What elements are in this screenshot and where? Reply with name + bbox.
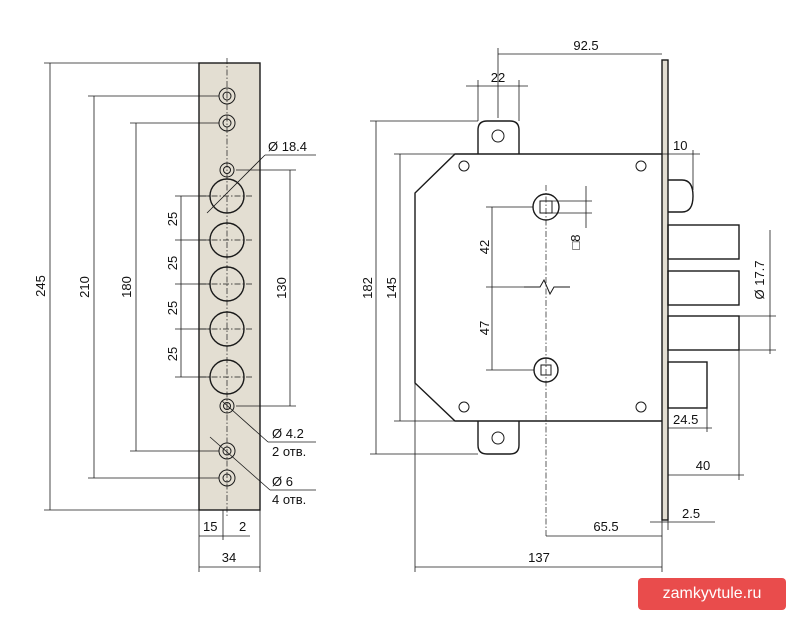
dim-25-label-4: 25 [165, 347, 180, 361]
dim-180: 180 [119, 122, 219, 452]
dim-bottom-left: 15 2 34 [198, 510, 261, 572]
lock-body [414, 153, 662, 422]
top-bracket-hole [491, 129, 505, 143]
dim-24-5-label: 24.5 [673, 412, 698, 427]
dim-137: 137 [414, 383, 662, 572]
dim-2-5: 2.5 [650, 506, 715, 572]
mount-hole-5-inner [222, 446, 232, 456]
dim-210: 210 [77, 95, 219, 479]
latch-bolt [667, 361, 708, 409]
dim-182: 182 [360, 120, 478, 455]
dim-d6-label: Ø 6 [272, 474, 293, 489]
leader-d18-4: Ø 18.4 [206, 139, 316, 214]
dim-square-8: □8 [552, 186, 592, 250]
dim-22-label: 22 [491, 70, 505, 85]
dim-130-label: 130 [274, 277, 289, 299]
dim-d6-count: 4 отв. [272, 492, 306, 507]
dim-24-5: 24.5 [668, 408, 712, 432]
dim-40: 40 [668, 350, 744, 480]
dim-25-label-2: 25 [165, 256, 180, 270]
mount-hole-4-inner [223, 402, 231, 410]
leader-d4-2: Ø 4.2 2 отв. [221, 400, 316, 459]
dim-65-5-label: 65.5 [593, 519, 618, 534]
faceplate [661, 59, 669, 521]
body-screw-1 [458, 160, 470, 172]
bottom-bracket-hole [491, 431, 505, 445]
strike-plate [198, 62, 261, 511]
dim-34-label: 34 [222, 550, 236, 565]
rounded-latch [668, 179, 694, 213]
dim-d18-4-label: Ø 18.4 [268, 139, 307, 154]
dim-25-label-1: 25 [165, 212, 180, 226]
mount-hole-2-inner [222, 118, 232, 128]
dim-d4-2-label: Ø 4.2 [272, 426, 304, 441]
dim-10: 10 [662, 138, 700, 190]
dim-22: 22 [466, 70, 528, 121]
deadbolt-1 [667, 224, 740, 260]
dim-180-label: 180 [119, 276, 134, 298]
dim-15-label: 15 [203, 519, 217, 534]
dim-47-label: 47 [477, 321, 492, 335]
dim-d4-2-count: 2 отв. [272, 444, 306, 459]
dim-25-label-3: 25 [165, 301, 180, 315]
dim-d17-7: Ø 17.7 [739, 230, 776, 354]
leader-d6: Ø 6 4 отв. [209, 436, 316, 507]
mount-hole-3 [219, 162, 235, 178]
dim-182-label: 182 [360, 277, 375, 299]
dim-42-47: 42 47 [477, 206, 534, 371]
dim-130: 130 [236, 169, 296, 407]
watermark-badge[interactable]: zamkyvtule.ru [638, 578, 786, 610]
mount-hole-3-inner [223, 166, 231, 174]
deadbolt-3 [667, 315, 740, 351]
dim-245-label: 245 [33, 275, 48, 297]
lock-body-view: 92.5 22 10 182 145 [360, 38, 776, 572]
dim-145: 145 [384, 153, 455, 422]
dim-245: 245 [33, 62, 199, 511]
bottom-bracket [477, 421, 520, 455]
dim-40-label: 40 [696, 458, 710, 473]
dim-2-5-label: 2.5 [682, 506, 700, 521]
body-screw-2 [635, 160, 647, 172]
dim-92-5-label: 92.5 [573, 38, 598, 53]
dim-d17-7-label: Ø 17.7 [752, 260, 767, 299]
dim-square-8-label: □8 [568, 234, 583, 249]
dim-2-label: 2 [239, 519, 246, 534]
dim-145-label: 145 [384, 277, 399, 299]
mount-hole-6-inner [222, 473, 232, 483]
dim-42-label: 42 [477, 240, 492, 254]
dim-137-label: 137 [528, 550, 550, 565]
deadbolt-2 [667, 270, 740, 306]
key-slot [524, 278, 570, 296]
mount-hole-1-inner [222, 91, 232, 101]
body-screw-4 [635, 401, 647, 413]
dim-92-5: 92.5 [497, 38, 662, 118]
dim-210-label: 210 [77, 276, 92, 298]
body-screw-3 [458, 401, 470, 413]
dim-25-stack: 25 25 25 25 [165, 195, 210, 378]
top-bracket [477, 120, 520, 154]
strike-plate-view: 245 210 180 25 25 25 25 [33, 58, 316, 572]
dim-10-label: 10 [673, 138, 687, 153]
mount-hole-4 [219, 398, 235, 414]
dim-65-5: 65.5 [546, 519, 662, 537]
